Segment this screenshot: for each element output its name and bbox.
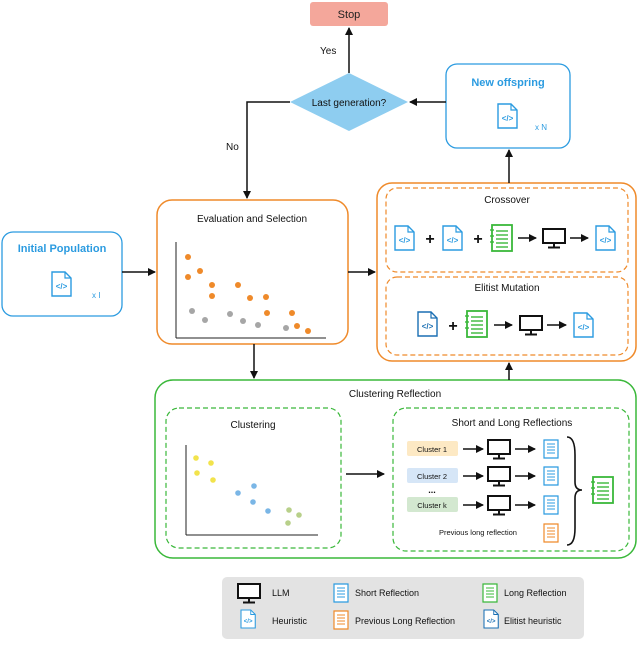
cluster-k-label: Cluster k — [417, 501, 447, 510]
legend-short-reflection: Short Reflection — [355, 588, 419, 598]
short-reflection-icon — [543, 466, 559, 486]
legend-previous-long-reflection: Previous Long Reflection — [355, 616, 455, 626]
heuristic-icon — [595, 225, 616, 251]
elitist-heuristic-icon — [483, 609, 499, 629]
long-reflection-icon — [482, 583, 498, 603]
long-reflection-icon — [489, 224, 513, 252]
cluster-1-chip — [407, 441, 458, 456]
initial-population-label: Initial Population — [18, 243, 107, 255]
new-offspring-label: New offspring — [471, 77, 544, 89]
long-reflection-icon — [464, 310, 488, 338]
cluster-2-label: Cluster 2 — [417, 472, 447, 481]
previous-long-label: Previous long reflection — [439, 528, 517, 537]
legend-heuristic: Heuristic — [272, 616, 308, 626]
heuristic-icon — [442, 225, 463, 251]
elitist-heuristic-icon — [417, 311, 438, 337]
cluster-ellipsis: ... — [428, 485, 436, 495]
heuristic-icon — [240, 609, 256, 629]
no-label: No — [226, 142, 239, 153]
heuristic-icon — [497, 103, 518, 129]
evaluation-scatter — [185, 254, 311, 334]
legend-elitist-heuristic: Elitist heuristic — [504, 616, 562, 626]
heuristic-icon — [51, 271, 72, 297]
elitist-mutation-box — [385, 276, 629, 356]
short-reflection-icon — [333, 583, 349, 603]
yes-label: Yes — [320, 46, 336, 57]
plus-icon: + — [473, 231, 482, 248]
crossover-label: Crossover — [484, 195, 530, 206]
evaluation-label: Evaluation and Selection — [197, 214, 307, 225]
decision-diamond — [290, 73, 408, 131]
cluster-2-chip — [407, 468, 458, 483]
legend-long-reflection: Long Reflection — [504, 588, 567, 598]
plus-icon: + — [448, 318, 457, 335]
clustering-scatter — [193, 455, 302, 526]
cluster-1-label: Cluster 1 — [417, 445, 447, 454]
short-reflection-icon — [543, 495, 559, 515]
stop-node — [310, 2, 388, 26]
decision-label: Last generation? — [312, 98, 387, 109]
clustering-label: Clustering — [230, 420, 275, 431]
heuristic-icon — [394, 225, 415, 251]
initial-population-mult: x I — [92, 291, 100, 300]
clustering-reflection-label: Clustering Reflection — [349, 389, 441, 400]
elitist-mutation-label: Elitist Mutation — [474, 283, 539, 294]
previous-long-reflection-icon — [543, 523, 559, 543]
short-long-label: Short and Long Reflections — [452, 418, 573, 429]
arrow-decision-to-evaluation — [243, 101, 290, 199]
legend-llm: LLM — [272, 588, 290, 598]
long-reflection-icon — [590, 476, 614, 504]
cluster-k-chip — [407, 497, 458, 512]
legend-box — [222, 577, 584, 639]
new-offspring-mult: x N — [535, 123, 547, 132]
plus-icon: + — [425, 231, 434, 248]
heuristic-icon — [573, 312, 594, 338]
short-reflection-icon — [543, 439, 559, 459]
previous-long-reflection-icon — [333, 610, 349, 630]
stop-label: Stop — [338, 9, 361, 21]
brace — [566, 436, 583, 546]
